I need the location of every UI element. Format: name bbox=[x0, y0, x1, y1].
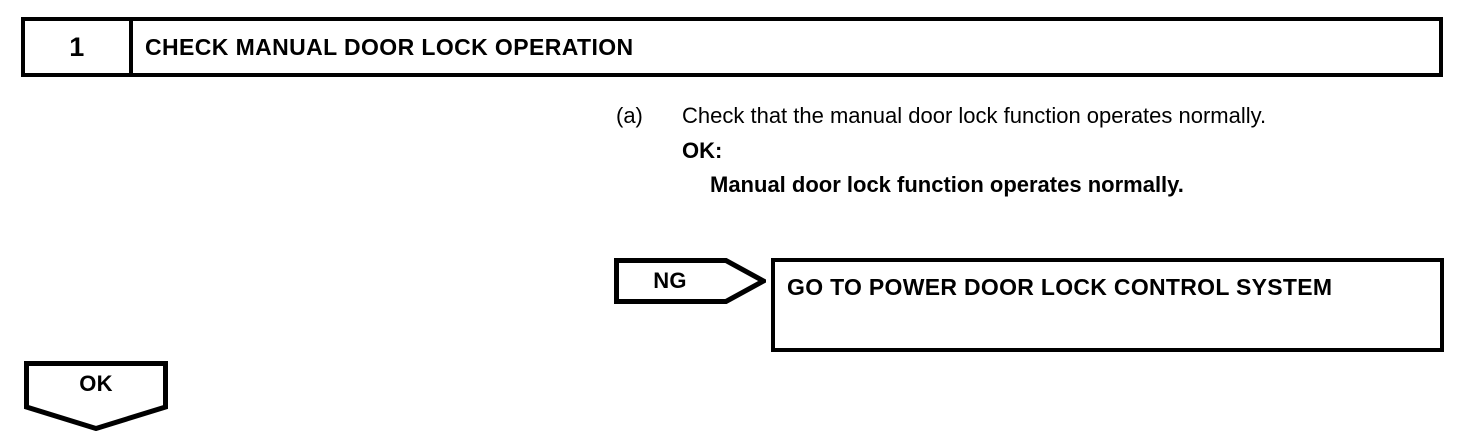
procedure-ok-criterion: Manual door lock function operates norma… bbox=[710, 172, 1184, 197]
ng-arrow-label: NG bbox=[653, 268, 687, 293]
ng-arrow: NG bbox=[614, 258, 766, 304]
ng-branch: NG GO TO POWER DOOR LOCK CONTROL SYSTEM bbox=[614, 258, 1444, 352]
step-number: 1 bbox=[69, 31, 85, 62]
ok-branch: OK bbox=[24, 361, 168, 431]
ok-arrow-label: OK bbox=[79, 371, 113, 396]
procedure-list: (a) Check that the manual door lock func… bbox=[616, 100, 1416, 200]
down-arrow-icon bbox=[24, 361, 168, 431]
procedure-ok-label: OK: bbox=[682, 138, 723, 163]
step-title: CHECK MANUAL DOOR LOCK OPERATION bbox=[145, 33, 634, 60]
procedure-marker: (a) bbox=[616, 103, 643, 128]
procedure-body: Check that the manual door lock function… bbox=[682, 100, 1416, 200]
right-arrow-icon bbox=[614, 258, 766, 304]
ok-arrow: OK bbox=[24, 361, 168, 431]
step-title-cell: CHECK MANUAL DOOR LOCK OPERATION bbox=[133, 21, 1439, 73]
ng-result-box: GO TO POWER DOOR LOCK CONTROL SYSTEM bbox=[771, 258, 1444, 352]
procedure-instruction: Check that the manual door lock function… bbox=[682, 103, 1267, 128]
step-number-cell: 1 bbox=[25, 21, 133, 73]
step-header-bar: 1 CHECK MANUAL DOOR LOCK OPERATION bbox=[21, 17, 1443, 77]
procedure-item-a: (a) Check that the manual door lock func… bbox=[616, 100, 1416, 200]
ng-result-text: GO TO POWER DOOR LOCK CONTROL SYSTEM bbox=[787, 274, 1333, 300]
